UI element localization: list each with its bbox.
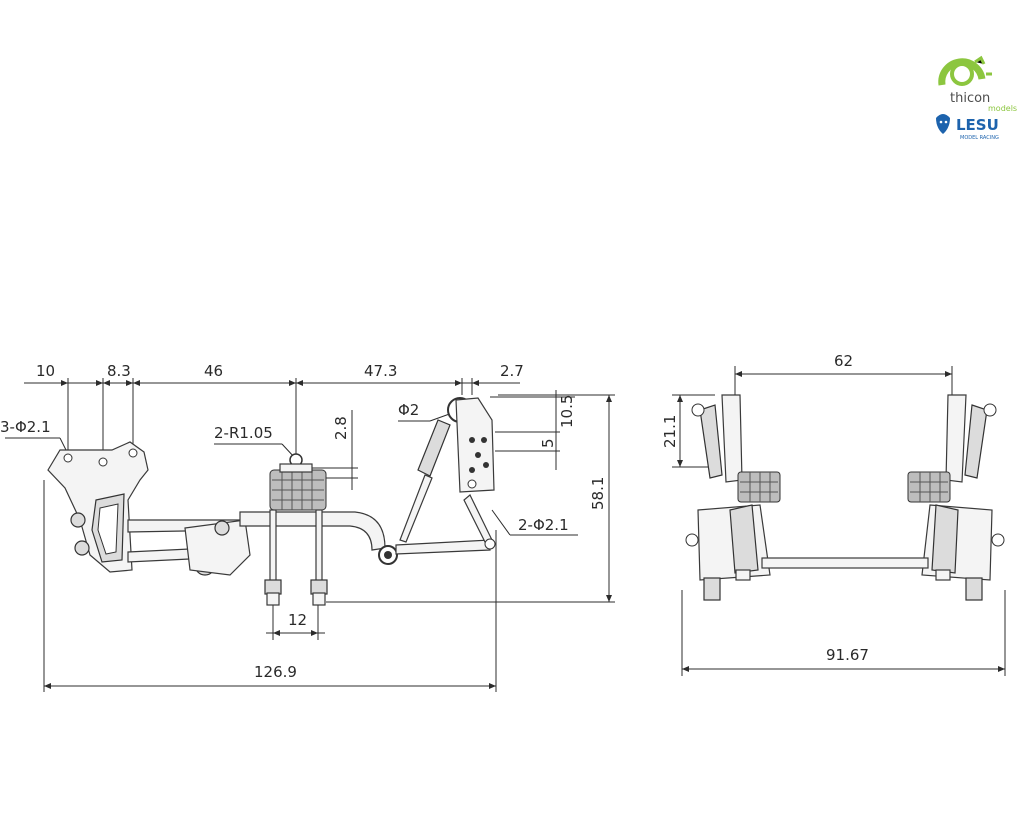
hole-callout-2: 2-Φ2.1 (518, 516, 569, 534)
dim-5: 5 (539, 438, 557, 448)
cross-axle (761, 557, 929, 569)
radius-callout: 2-R1.05 (214, 424, 273, 442)
dim-21-1: 21.1 (661, 415, 679, 448)
lesu-wordmark: LESU (956, 116, 999, 134)
phi2-callout: Φ2 (398, 401, 419, 419)
shock-absorber (417, 419, 451, 477)
hole-callout-3: 3-Φ2.1 (0, 418, 51, 436)
dim-91-67: 91.67 (826, 646, 869, 664)
dim-47-3: 47.3 (364, 362, 397, 380)
thicon-wordmark: thicon (950, 91, 990, 106)
dim-8-3: 8.3 (107, 362, 131, 380)
dim-2-7: 2.7 (500, 362, 524, 380)
lion-icon (936, 114, 950, 134)
dim-10-5: 10.5 (558, 395, 576, 428)
side-view-assembly (47, 397, 496, 606)
gear-icon (938, 58, 986, 86)
left-shock (699, 404, 723, 479)
lesu-logo: LESU MODEL RACING (936, 114, 999, 141)
thicon-models-label: models (988, 104, 1017, 113)
dim-58-1: 58.1 (589, 477, 607, 510)
dim-46: 46 (204, 362, 223, 380)
dim-126-9: 126.9 (254, 663, 297, 681)
front-view-assembly (685, 394, 1005, 601)
dim-12: 12 (288, 611, 307, 629)
dim-10: 10 (36, 362, 55, 380)
axle-link (239, 511, 386, 551)
shock-bracket (455, 397, 495, 493)
dim-62: 62 (834, 352, 853, 370)
side-view-dimensions: 10 8.3 46 47.3 2.7 3-Φ2.1 2-R1.05 2.8 Φ2… (0, 362, 615, 692)
front-view-dimensions: 62 21.1 91.67 (661, 352, 1006, 676)
right-shock (964, 404, 988, 479)
thicon-logo: thicon models (938, 55, 1017, 113)
dim-2-8: 2.8 (332, 416, 350, 440)
lesu-subtitle: MODEL RACING (960, 135, 999, 141)
